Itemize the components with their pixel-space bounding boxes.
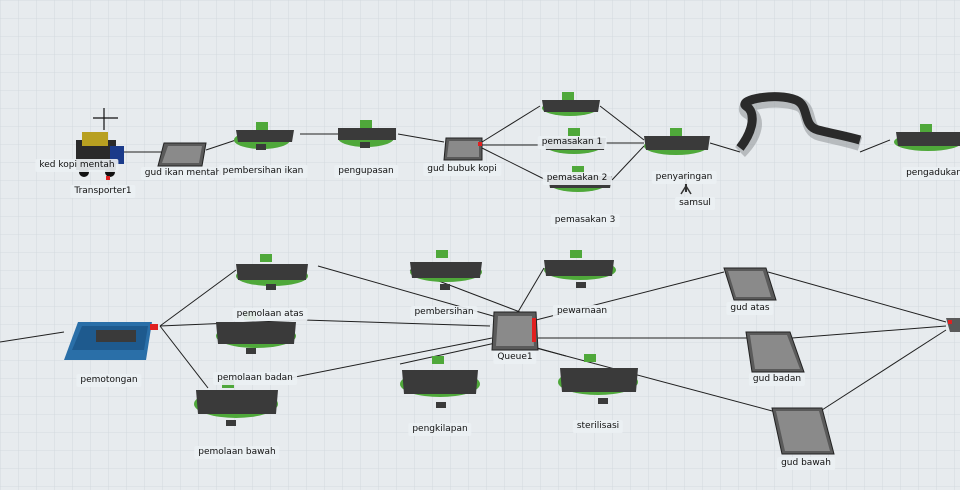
label-ked-kopi-mentah: ked kopi mentah [35,159,119,172]
label-pembersihan: pembersihan [410,306,478,319]
label-gud-badan: gud badan [748,373,806,386]
label-pewarnaan: pewarnaan [552,305,612,318]
label-pengupasan: pengupasan [334,165,398,178]
pembersihan-processor[interactable] [410,250,482,290]
label-pemolaan-badan: pemolaan badan [213,372,297,385]
label-samsul: samsul [675,197,715,210]
sterilisasi-processor[interactable] [558,354,638,404]
pengkilapan-processor[interactable] [400,356,480,408]
crosshair-icon [93,108,118,130]
pemolaan-atas-processor[interactable] [236,254,308,290]
label-gud-ikan-mentah: gud ikan mentah [140,167,226,180]
label-pemasakan-2: pemasakan 2 [542,172,612,185]
label-sterilisasi: sterilisasi [572,420,624,433]
gud-bubuk-kopi-queue[interactable] [443,137,483,161]
label-pengadukan: pengadukan [902,167,960,180]
label-pemotongan: pemotongan [76,374,142,387]
penyaringan-processor[interactable] [644,128,710,155]
label-penyaringan: penyaringan [651,171,717,184]
label-transporter1: Transporter1 [70,185,136,198]
label-pengkilapan: pengkilapan [408,423,472,436]
pengadukan-processor[interactable] [894,124,960,151]
label-pemolaan-atas: pemolaan atas [232,308,308,321]
label-pemasakan-1: pemasakan 1 [537,136,607,149]
curved-conveyor[interactable] [734,92,863,157]
label-pembersihan-ikan: pembersihan ikan [218,165,308,178]
queue1-queue[interactable] [491,311,539,351]
pengupasan-processor[interactable] [338,120,396,148]
pewarnaan-processor[interactable] [544,250,616,288]
gud-atas-queue[interactable] [723,267,777,301]
pembersihan-ikan-processor[interactable] [234,122,294,150]
gud-ikan-mentah-queue[interactable] [157,142,207,167]
label-gud-bubuk-kopi: gud bubuk kopi [423,163,501,176]
label-gud-atas: gud atas [726,302,774,315]
gud-badan-queue[interactable] [745,331,805,373]
label-queue1: Queue1 [493,351,537,364]
sink-icon[interactable] [946,318,960,332]
label-pemolaan-bawah: pemolaan bawah [194,446,280,459]
pemotongan-machine[interactable] [64,322,158,360]
label-pemasakan-3: pemasakan 3 [550,214,620,227]
label-gud-bawah: gud bawah [777,457,835,470]
pemasakan-1-processor[interactable] [542,92,600,116]
gud-bawah-queue[interactable] [771,407,835,455]
